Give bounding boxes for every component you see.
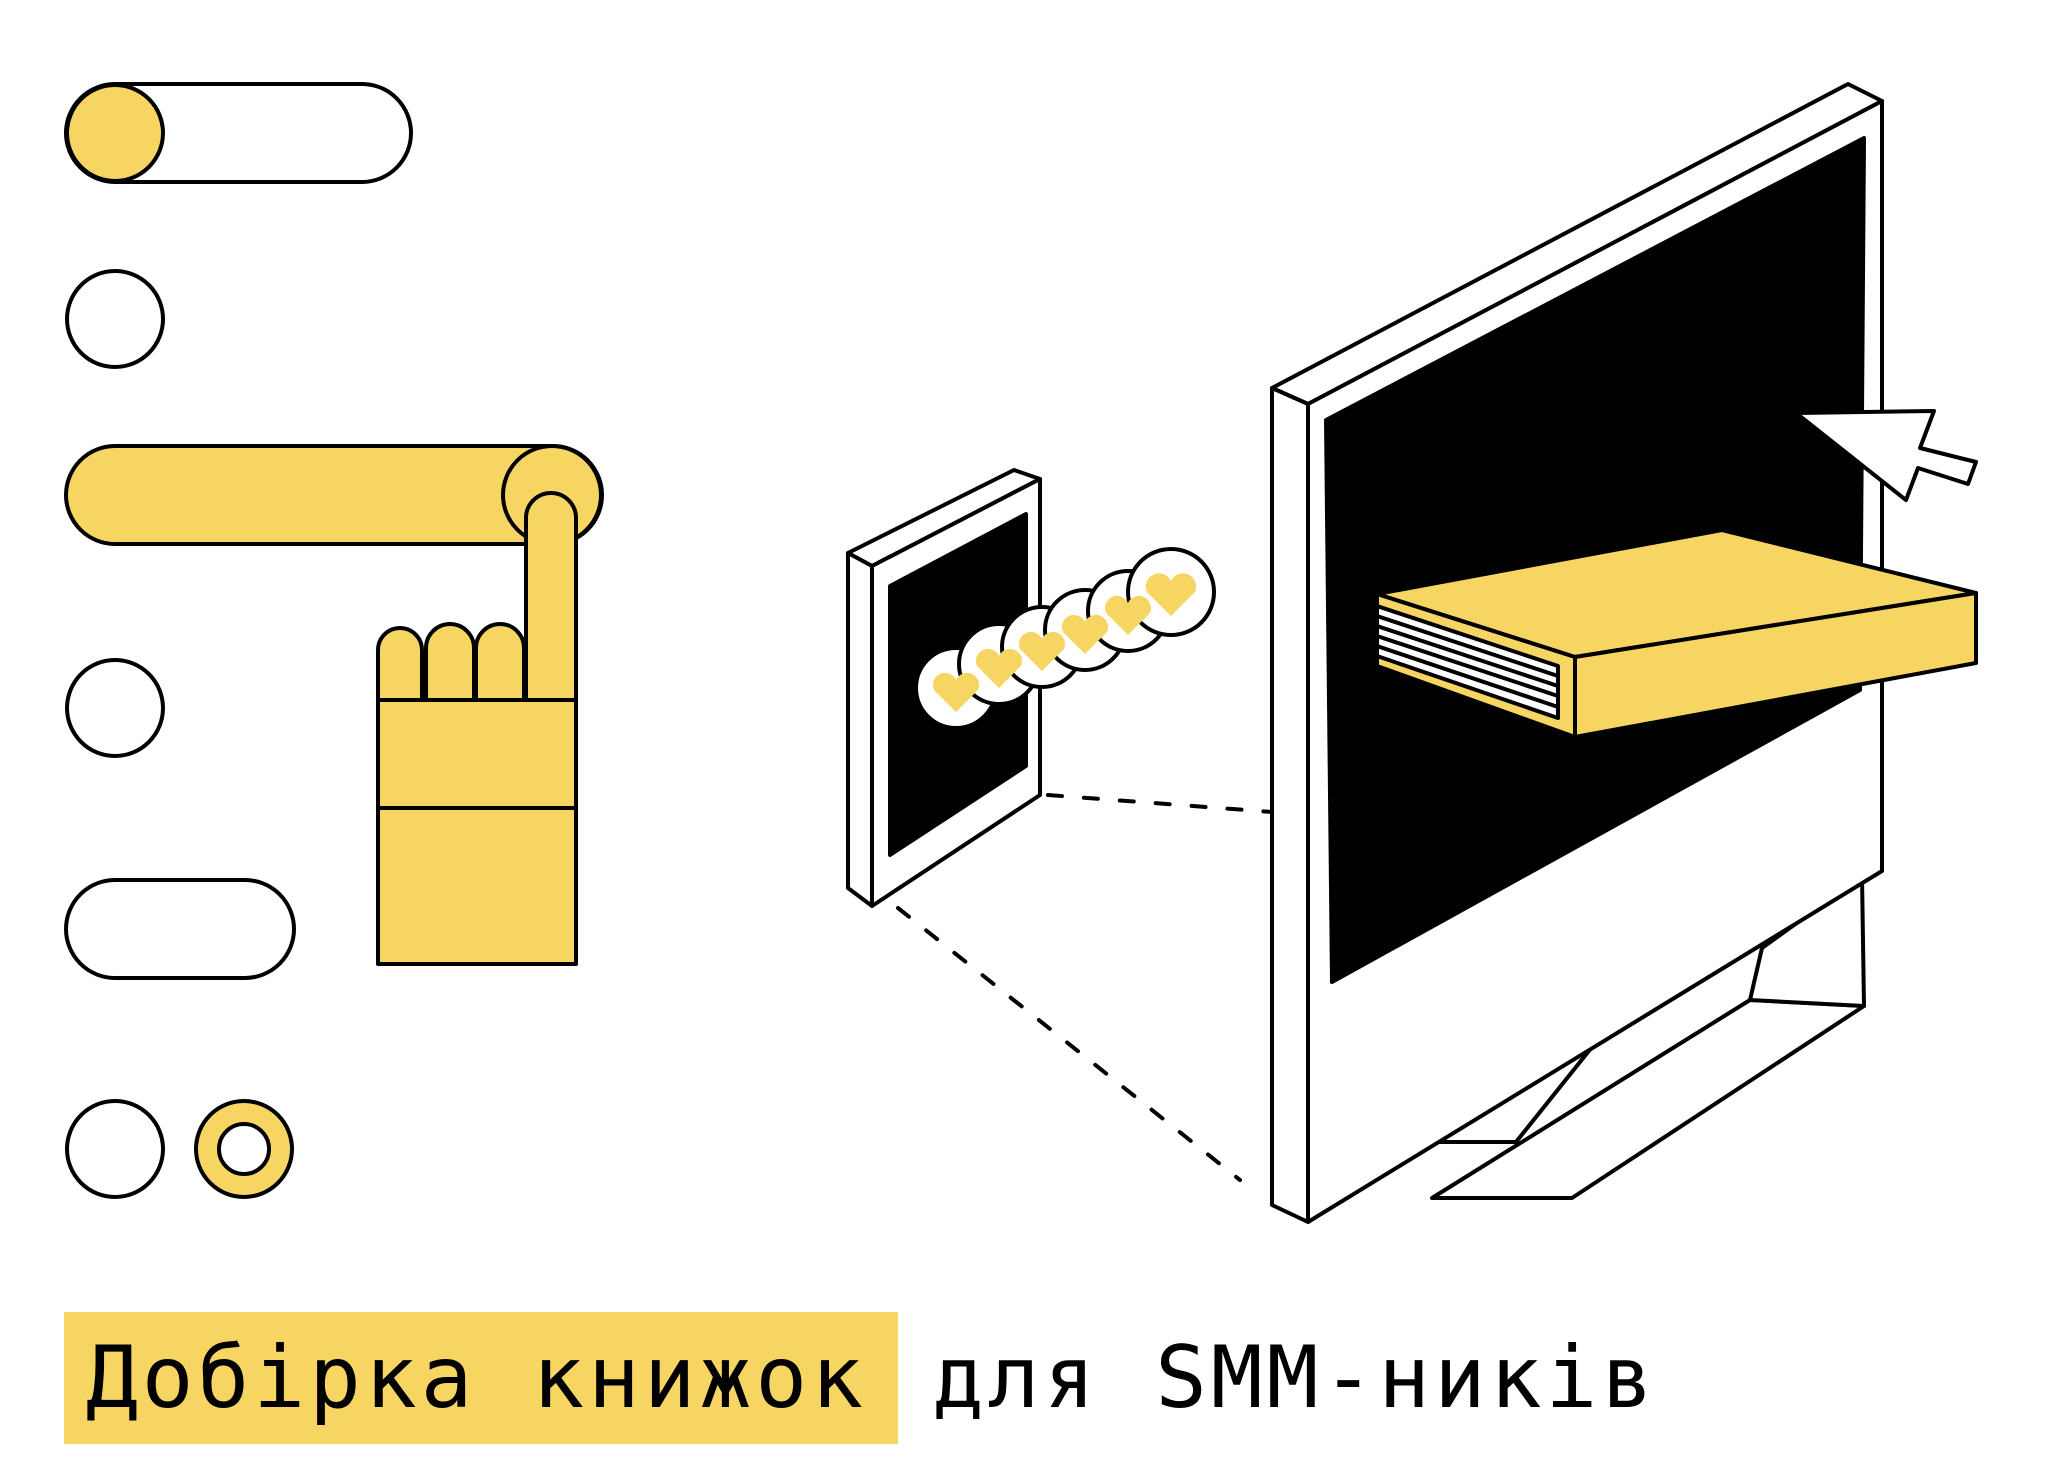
heart-icon bbox=[1018, 631, 1066, 671]
heart-icon bbox=[932, 672, 980, 712]
heart-icon bbox=[975, 648, 1023, 688]
slider[interactable] bbox=[64, 444, 604, 546]
toggle-switch[interactable] bbox=[64, 82, 413, 184]
title: Добірка книжок для SMM-ників bbox=[64, 1312, 1657, 1444]
title-highlight-text: Добірка книжок bbox=[86, 1328, 867, 1428]
text-field[interactable] bbox=[64, 878, 296, 980]
heart-icons bbox=[932, 573, 1197, 712]
title-rest-text: для SMM-ників bbox=[932, 1328, 1658, 1428]
radio-button-4[interactable] bbox=[194, 1099, 294, 1199]
book-icon bbox=[1375, 528, 1978, 739]
toggle-knob bbox=[65, 83, 165, 183]
heart-icon bbox=[1145, 573, 1197, 616]
radio-button-2[interactable] bbox=[65, 658, 165, 758]
heart-icon bbox=[1061, 614, 1109, 654]
cursor-icon bbox=[1794, 409, 1978, 502]
radio-button-3[interactable] bbox=[65, 1099, 165, 1199]
heart-icon bbox=[1104, 595, 1152, 635]
projection-lines bbox=[896, 793, 1274, 1182]
pointing-hand-icon bbox=[376, 491, 578, 966]
radio-button-1[interactable] bbox=[65, 269, 165, 369]
title-highlight-box: Добірка книжок bbox=[64, 1312, 898, 1444]
